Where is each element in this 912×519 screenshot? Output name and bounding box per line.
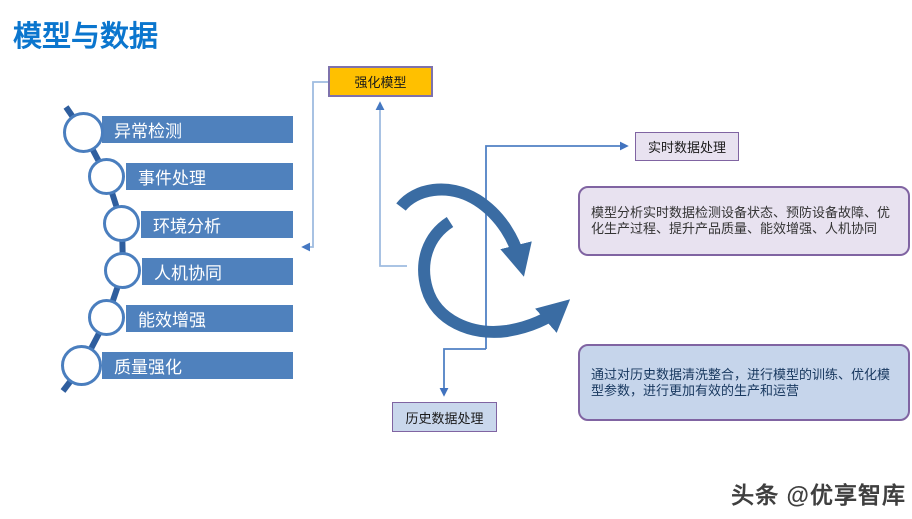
realtime-description-text: 模型分析实时数据检测设备状态、预防设备故障、优化生产过程、提升产品质量、能效增强…: [591, 205, 891, 236]
history-description-text: 通过对历史数据清洗整合，进行模型的训练、优化模型参数，进行更加有效的生产和运营: [591, 366, 891, 398]
chain-circle: [103, 205, 140, 242]
chain-circle: [88, 299, 125, 336]
list-item-label: 人机协同: [154, 264, 222, 283]
list-item-label: 异常检测: [114, 122, 182, 141]
chain-circle: [104, 252, 141, 289]
node-historical-data-processing: 历史数据处理: [392, 402, 497, 432]
list-item-energy-efficiency: 能效增强: [126, 305, 293, 332]
node-label: 实时数据处理: [647, 140, 726, 155]
page-title: 模型与数据: [13, 21, 159, 53]
list-item-event-handling: 事件处理: [126, 163, 293, 190]
node-reinforced-model: 强化模型: [328, 66, 433, 97]
connector-cycle-to-model: [375, 101, 407, 267]
list-item-human-machine-collaboration: 人机协同: [142, 258, 293, 285]
node-label: 强化模型: [354, 75, 407, 90]
cycle-arrow-bottom: [418, 216, 571, 338]
node-realtime-data-processing: 实时数据处理: [635, 132, 739, 161]
list-item-label: 事件处理: [138, 169, 206, 188]
cycle-arrow-top: [396, 183, 532, 277]
list-item-label: 能效增强: [138, 311, 206, 330]
list-item-label: 质量强化: [114, 358, 182, 377]
history-description-box: 通过对历史数据清洗整合，进行模型的训练、优化模型参数，进行更加有效的生产和运营: [578, 344, 910, 421]
list-item-environment-analysis: 环境分析: [141, 211, 293, 238]
chain-circle: [63, 112, 104, 153]
realtime-description-box: 模型分析实时数据检测设备状态、预防设备故障、优化生产过程、提升产品质量、能效增强…: [578, 186, 910, 256]
list-item-quality-reinforcement: 质量强化: [102, 352, 293, 379]
cycle-swirl-arrows-icon: [396, 183, 571, 338]
node-label: 历史数据处理: [405, 410, 484, 426]
list-item-label: 环境分析: [153, 217, 221, 236]
connector-cycle-to-history: [439, 348, 486, 397]
chain-circle: [61, 345, 102, 386]
connector-model-to-list: [301, 81, 328, 252]
watermark: 头条 @优享智库: [731, 482, 906, 508]
chain-circle: [88, 158, 125, 195]
list-item-anomaly-detection: 异常检测: [102, 116, 293, 143]
